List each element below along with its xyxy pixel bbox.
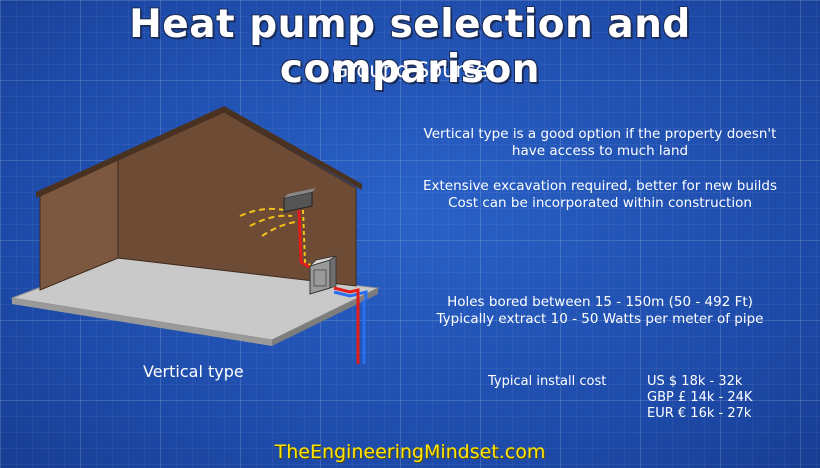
air-flow-line — [261, 221, 297, 237]
roof-edge-right — [224, 106, 362, 190]
hot-pipe-ground — [333, 286, 360, 300]
page-subtitle: Ground Source — [331, 58, 489, 82]
floor-edge-front — [12, 298, 272, 346]
info-line: Cost can be incorporated within construc… — [448, 195, 752, 211]
page-title: Heat pump selection and comparison — [129, 2, 691, 92]
air-flow-line — [239, 207, 285, 217]
info-holes: Holes bored between 15 - 150m (50 - 492 … — [400, 294, 800, 328]
info-line: Vertical type is a good option if the pr… — [423, 126, 777, 142]
info-line: have access to much land — [511, 143, 689, 159]
floor-edge-side — [272, 288, 378, 346]
info-line: Typically extract 10 - 50 Watts per mete… — [436, 311, 764, 327]
cost-item-gbp: GBP £ 14k - 24K — [647, 390, 753, 405]
cost-item-us: US $ 18k - 32k — [647, 374, 743, 389]
cost-item-eur: EUR € 16k - 27k — [647, 406, 752, 421]
diagram-label: Vertical type — [143, 362, 244, 381]
cost-label: Typical install cost — [488, 374, 607, 389]
info-line: Extensive excavation required, better fo… — [422, 178, 777, 194]
info-access: Vertical type is a good option if the pr… — [390, 126, 810, 160]
footer-website: TheEngineeringMindset.com — [274, 441, 546, 463]
roof-edge-left — [36, 106, 224, 198]
info-line: Holes bored between 15 - 150m (50 - 492 … — [447, 294, 753, 310]
air-flow-line — [249, 214, 293, 227]
info-excavation: Extensive excavation required, better fo… — [400, 178, 800, 212]
cost-list: US $ 18k - 32k GBP £ 14k - 24K EUR € 16k… — [647, 374, 752, 422]
